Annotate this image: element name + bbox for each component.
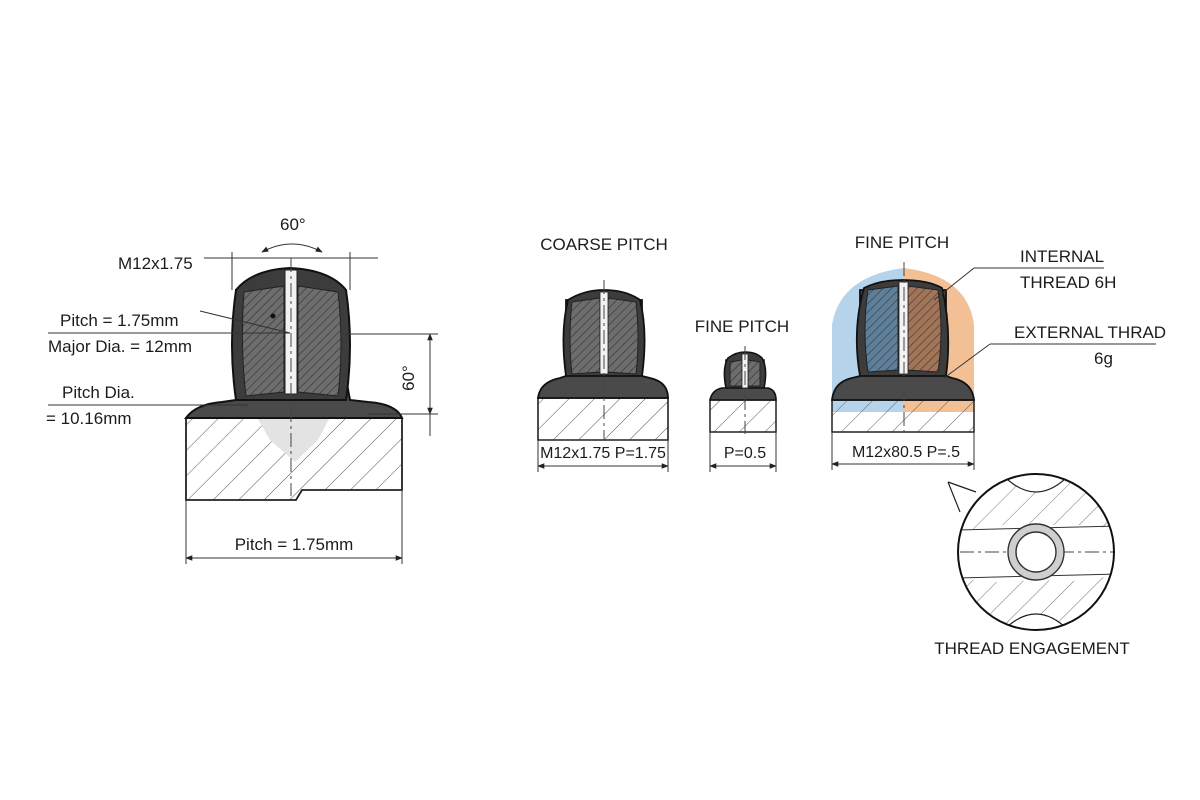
main-angle-arc xyxy=(261,243,323,253)
external-leader-diag xyxy=(943,343,991,379)
fine-pitch-small-view: FINE PITCH P=0.5 xyxy=(695,317,789,472)
main-pitch-dia-line2: = 10.16mm xyxy=(46,409,132,428)
coarse-pitch-view: COARSE PITCH M12x1.75 P=1.75 xyxy=(536,235,669,472)
main-pitch-dia-line1: Pitch Dia. xyxy=(62,383,135,402)
fine-color-dim-label: M12x80.5 P=.5 xyxy=(852,444,960,461)
bottom-dim-label: Pitch = 1.75mm xyxy=(235,535,354,554)
fine-small-flank-left xyxy=(729,359,743,387)
coarse-flank-right xyxy=(607,297,639,375)
main-angle-label: 60° xyxy=(280,215,306,234)
leader-dot xyxy=(270,313,276,319)
main-thread-label: M12x1.75 xyxy=(118,254,193,273)
fine-color-base xyxy=(831,399,975,433)
fine-pitch-color-view: FINE PITCH M12x80.5 P=.5 INTERNAL THREAD… xyxy=(830,233,1166,470)
fine-small-flank-right xyxy=(747,359,761,387)
engagement-label: THREAD ENGAGEMENT xyxy=(934,639,1130,658)
engagement-border xyxy=(957,473,1115,631)
fine-color-title: FINE PITCH xyxy=(855,233,949,252)
coarse-title: COARSE PITCH xyxy=(540,235,668,254)
main-thread-flank-right xyxy=(297,285,342,397)
engagement-inner-ring xyxy=(1015,531,1057,573)
main-major-dia-label: Major Dia. = 12mm xyxy=(48,337,192,356)
engagement-pointer xyxy=(947,481,977,513)
coarse-dim-label: M12x1.75 P=1.75 xyxy=(540,445,666,462)
external-thread-flank xyxy=(907,285,942,373)
external-thread-label-2: 6g xyxy=(1094,349,1113,368)
side-angle-label: 60° xyxy=(399,365,418,391)
internal-thread-label-1: INTERNAL xyxy=(1020,247,1104,266)
internal-thread-label-2: THREAD 6H xyxy=(1020,273,1116,292)
leader-pitch-diag xyxy=(199,310,291,334)
fine-small-title: FINE PITCH xyxy=(695,317,789,336)
main-thread-flank-left xyxy=(241,285,285,397)
internal-thread-flank xyxy=(864,285,899,373)
internal-leader-diag xyxy=(933,267,975,301)
external-thread-label-1: EXTERNAL THRAD xyxy=(1014,323,1166,342)
coarse-base xyxy=(537,397,669,441)
main-thread-view: 60° M12x1.75 Pitch = 1.75mm Major Dia. =… xyxy=(46,215,438,564)
fine-small-dim-label: P=0.5 xyxy=(724,445,766,462)
thread-engagement-detail: THREAD ENGAGEMENT xyxy=(934,473,1130,658)
main-pitch-label: Pitch = 1.75mm xyxy=(60,311,179,330)
coarse-flank-left xyxy=(569,297,601,375)
fine-small-base xyxy=(709,399,777,433)
